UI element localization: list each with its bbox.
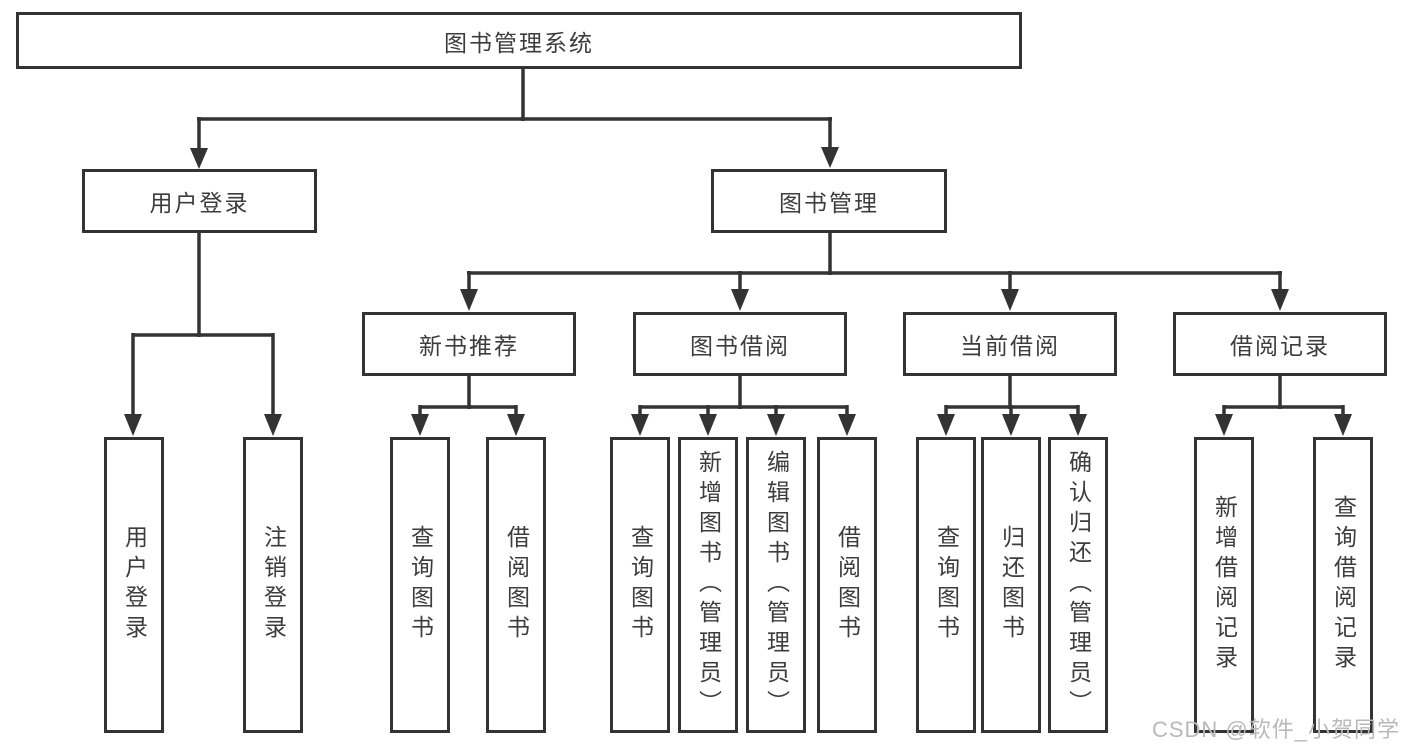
leaf-query-books-current: 查询图书 bbox=[916, 437, 976, 733]
leaf-return-book-label: 归还图书 bbox=[998, 525, 1025, 645]
node-current-borrow-label: 当前借阅 bbox=[960, 333, 1060, 359]
leaf-query-books-borrow-label: 查询图书 bbox=[627, 525, 654, 645]
leaf-user-login-label: 用户登录 bbox=[121, 525, 148, 645]
leaf-confirm-return-admin-label: 确认归还（管理员） bbox=[1065, 450, 1092, 720]
leaf-query-borrow-record-label: 查询借阅记录 bbox=[1330, 495, 1357, 675]
leaf-confirm-return-admin: 确认归还（管理员） bbox=[1048, 437, 1108, 733]
leaf-add-borrow-record: 新增借阅记录 bbox=[1194, 437, 1254, 733]
node-user-login-label: 用户登录 bbox=[149, 190, 250, 216]
node-borrow-records: 借阅记录 bbox=[1173, 312, 1387, 376]
leaf-borrow-books-recommend: 借阅图书 bbox=[486, 437, 546, 733]
leaf-edit-book-admin: 编辑图书（管理员） bbox=[746, 437, 806, 733]
node-book-borrow-label: 图书借阅 bbox=[690, 333, 790, 359]
node-borrow-records-label: 借阅记录 bbox=[1230, 333, 1330, 359]
leaf-query-books-recommend: 查询图书 bbox=[390, 437, 450, 733]
node-book-management-label: 图书管理 bbox=[779, 190, 879, 216]
leaf-return-book: 归还图书 bbox=[981, 437, 1041, 733]
node-new-book-recommend-label: 新书推荐 bbox=[419, 333, 519, 359]
leaf-borrow-books-recommend-label: 借阅图书 bbox=[503, 525, 530, 645]
csdn-watermark: CSDN @软件_小贺同学 bbox=[1151, 717, 1400, 742]
node-new-book-recommend: 新书推荐 bbox=[362, 312, 576, 376]
leaf-logout: 注销登录 bbox=[243, 437, 303, 733]
leaf-add-borrow-record-label: 新增借阅记录 bbox=[1211, 495, 1238, 675]
leaf-add-book-admin: 新增图书（管理员） bbox=[678, 437, 738, 733]
leaf-user-login: 用户登录 bbox=[104, 437, 164, 733]
node-root: 图书管理系统 bbox=[16, 12, 1022, 69]
leaf-query-books-recommend-label: 查询图书 bbox=[407, 525, 434, 645]
leaf-query-books-current-label: 查询图书 bbox=[933, 525, 960, 645]
node-root-label: 图书管理系统 bbox=[444, 29, 594, 56]
node-book-borrow: 图书借阅 bbox=[633, 312, 847, 376]
leaf-edit-book-admin-label: 编辑图书（管理员） bbox=[763, 450, 790, 720]
node-book-management: 图书管理 bbox=[711, 169, 947, 233]
leaf-logout-label: 注销登录 bbox=[260, 525, 287, 645]
leaf-query-borrow-record: 查询借阅记录 bbox=[1313, 437, 1373, 733]
leaf-add-book-admin-label: 新增图书（管理员） bbox=[695, 450, 722, 720]
node-current-borrow: 当前借阅 bbox=[903, 312, 1117, 376]
leaf-query-books-borrow: 查询图书 bbox=[610, 437, 670, 733]
node-user-login: 用户登录 bbox=[82, 169, 317, 233]
leaf-borrow-books-label: 借阅图书 bbox=[834, 525, 861, 645]
leaf-borrow-books: 借阅图书 bbox=[817, 437, 877, 733]
